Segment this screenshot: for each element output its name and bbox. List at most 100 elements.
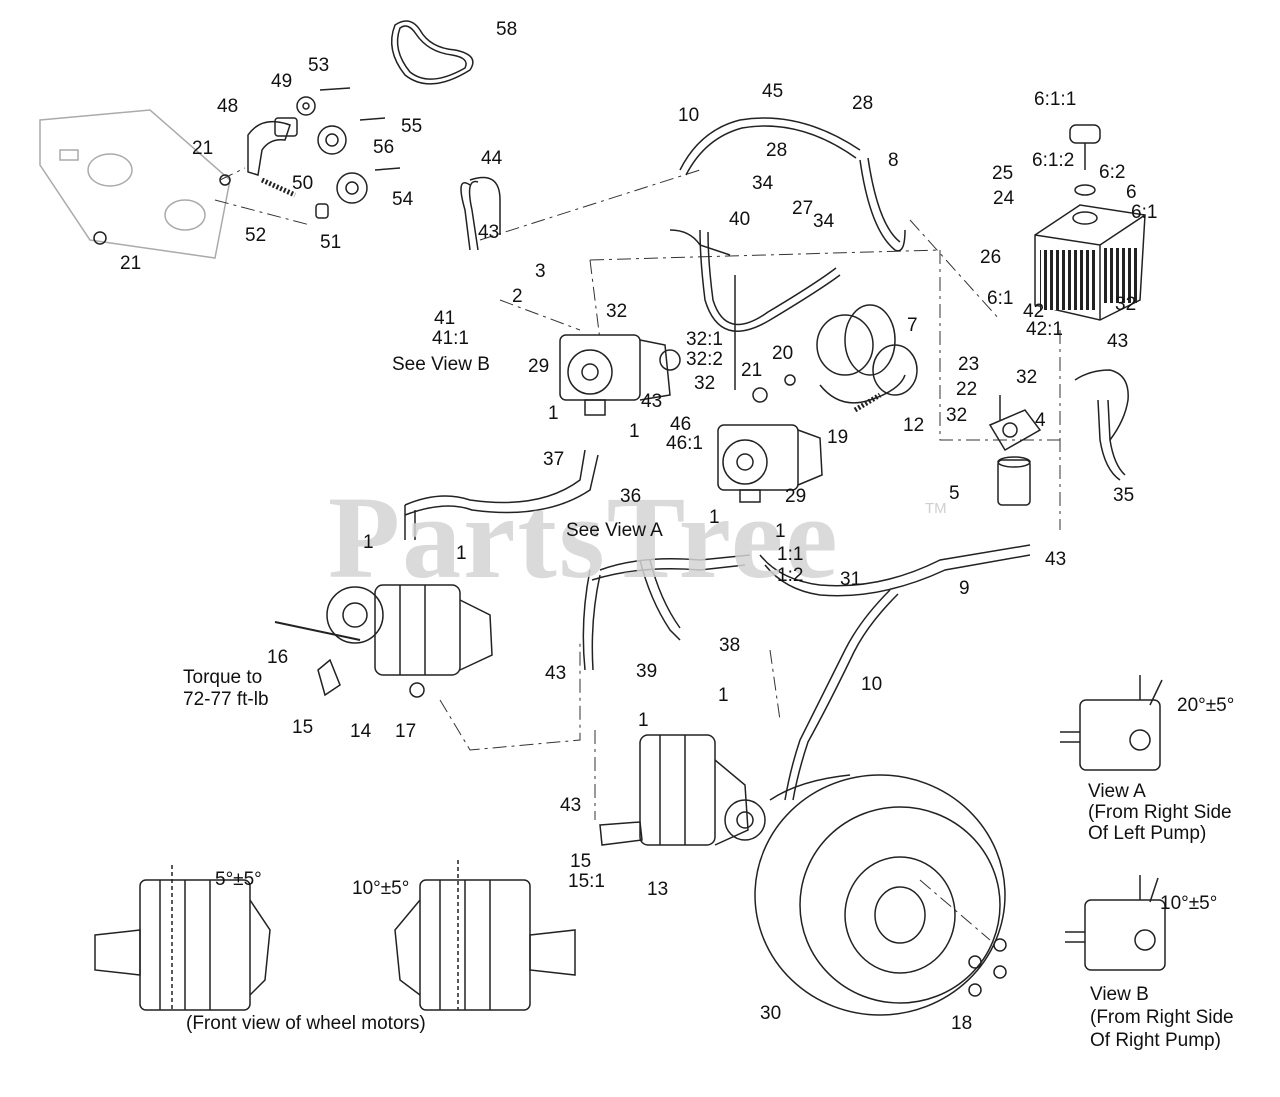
callout-46-1: 46:1 [666,433,703,454]
callout-43-left: 43 [545,663,567,684]
callout-24: 24 [993,188,1015,209]
callout-32-tank: 32 [1115,294,1137,315]
view-b-angle: 10°±5° [1160,893,1218,914]
callout-20: 20 [772,343,794,364]
callout-6: 6 [1126,182,1137,203]
callout-28-lower: 28 [766,140,788,161]
callout-9: 9 [959,578,970,599]
callout-48: 48 [217,96,239,117]
callout-19: 19 [827,427,849,448]
callout-12: 12 [903,415,925,436]
callout-34: 34 [752,173,774,194]
view-b-title: View B [1090,984,1149,1005]
see-view-a-label: See View A [566,520,663,541]
motor-left-angle: 5°±5° [215,869,262,890]
callout-39: 39 [636,661,658,682]
frame-plate [39,109,231,259]
callout-41: 41 [434,308,456,329]
callout-43-tank: 43 [1107,331,1129,352]
callout-29-b: 29 [785,486,807,507]
callout-15-lower: 15 [570,851,592,872]
callout-1-e: 1 [718,685,729,706]
callout-8: 8 [888,150,899,171]
callout-17: 17 [395,721,417,742]
callout-4: 4 [1035,410,1046,431]
callout-13: 13 [647,879,669,900]
callout-6-1-2: 6:1:2 [1032,150,1075,171]
callout-40: 40 [729,209,751,230]
partstree-watermark: PartsTree [328,472,840,603]
callout-1-f: 1 [638,710,649,731]
callout-15-1: 15:1 [568,871,605,892]
callout-44: 44 [481,148,503,169]
callout-5: 5 [949,483,960,504]
callout-2: 2 [512,286,523,307]
view-a-subtitle-1: (From Right Side [1088,802,1232,823]
callout-26: 26 [980,247,1002,268]
callout-7: 7 [907,315,918,336]
idler-assembly [93,87,401,245]
view-a-pump [1060,675,1163,771]
wheel-motors-caption: (Front view of wheel motors) [186,1013,426,1034]
callout-21-lower: 21 [120,253,142,274]
hydraulic-reservoir [1034,124,1146,321]
callout-46: 46 [670,414,692,435]
callout-21: 21 [192,138,214,159]
callout-32-1: 32:1 [686,329,723,350]
callout-56: 56 [373,137,395,158]
callout-1: 1 [548,403,559,424]
torque-note-line2: 72-77 ft-lb [183,689,269,710]
callout-1-d: 1 [775,521,786,542]
callout-6-1: 6:1 [1131,202,1158,223]
callout-3: 3 [535,261,546,282]
callout-25: 25 [992,163,1014,184]
callout-37: 37 [543,449,565,470]
callout-32-2: 32:2 [686,349,723,370]
callout-27: 27 [792,198,814,219]
hydraulic-pump-right [717,424,823,503]
callout-49: 49 [271,71,293,92]
view-a-title: View A [1088,781,1146,802]
hydraulic-pump-left [559,334,681,416]
callout-6-1-1: 6:1:1 [1034,89,1077,110]
callout-1-c: 1 [709,507,720,528]
callout-32-filter: 32 [1016,367,1038,388]
callout-1-motor: 1 [363,532,374,553]
callout-41-1: 41:1 [432,328,469,349]
trademark-mark: TM [925,500,947,517]
callout-50: 50 [292,173,314,194]
callout-36: 36 [620,486,642,507]
rear-wheel [754,774,1007,1016]
callout-42: 42 [1023,301,1045,322]
callout-1-2: 1:2 [777,565,804,586]
callout-14: 14 [350,721,372,742]
wheel-motor-left [274,584,493,698]
callout-23: 23 [958,354,980,375]
callout-43-right: 43 [1045,549,1067,570]
callout-32-pump: 32 [694,373,716,394]
callout-32-filter-b: 32 [946,405,968,426]
callout-34-lower: 34 [813,211,835,232]
callout-54: 54 [392,189,414,210]
callout-53: 53 [308,55,330,76]
callout-15: 15 [292,717,314,738]
drive-belt [390,20,474,85]
torque-note-line1: Torque to [183,667,263,688]
callout-43: 43 [478,222,500,243]
callout-21-pump: 21 [741,360,763,381]
callout-58: 58 [496,19,518,40]
callout-1-1: 1:1 [777,544,804,565]
callout-1-motor-b: 1 [456,543,467,564]
callout-16: 16 [267,647,289,668]
callout-10-lower: 10 [861,674,883,695]
hydraulic-hoses [404,117,1129,801]
callout-29: 29 [528,356,550,377]
callout-45: 45 [762,81,784,102]
view-b-subtitle-1: (From Right Side [1090,1007,1234,1028]
callout-43-pump: 43 [641,391,663,412]
front-view-motor-left [94,865,271,1011]
callout-42-1: 42:1 [1026,319,1063,340]
front-view-motor-right [394,860,576,1011]
callout-38: 38 [719,635,741,656]
